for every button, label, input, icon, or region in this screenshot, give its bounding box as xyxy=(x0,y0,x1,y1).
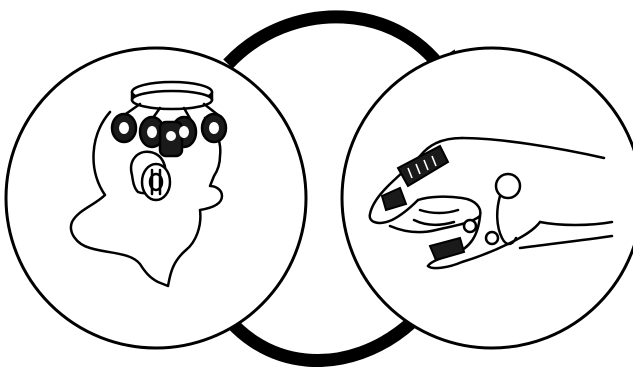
hand-node xyxy=(340,46,633,350)
arrow-brain-to-hand xyxy=(223,10,459,96)
brain-node xyxy=(4,46,308,350)
glove-ridges xyxy=(407,155,437,179)
head-with-eeg-cap-icon xyxy=(69,80,228,288)
hand-with-exoskeleton-glove-icon xyxy=(368,136,614,270)
hand-circle xyxy=(340,46,633,350)
